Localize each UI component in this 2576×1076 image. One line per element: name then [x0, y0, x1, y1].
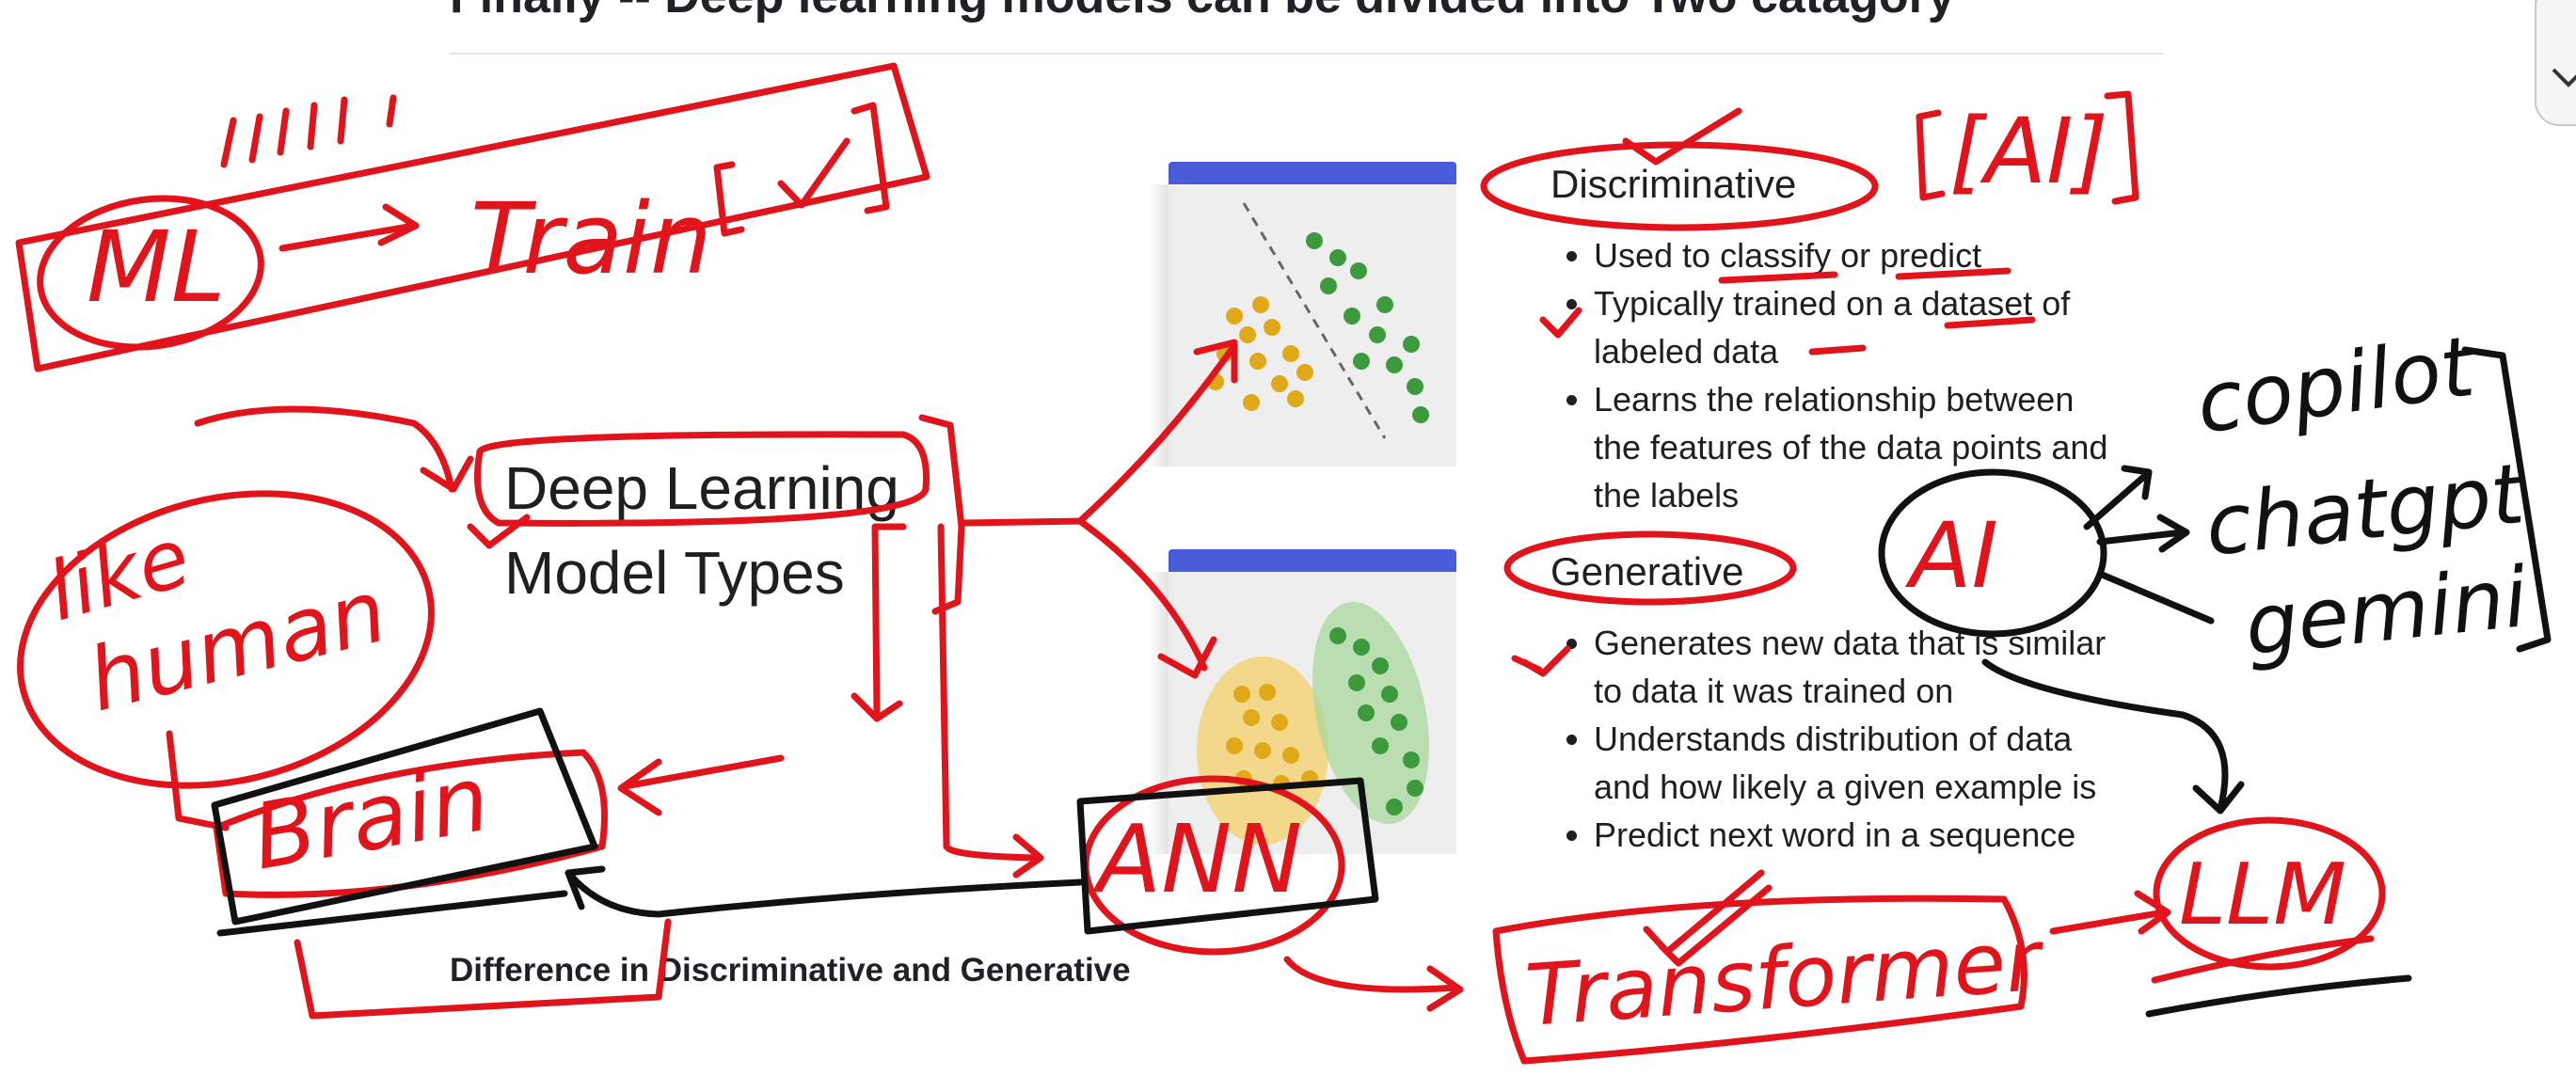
note-human: human — [78, 561, 395, 731]
heading-divider — [450, 53, 2164, 55]
page-heading: Finally -- Deep learning models can be d… — [450, 0, 1955, 24]
note-ml: ML — [87, 210, 226, 324]
generative-illustration — [1148, 549, 1456, 854]
card-header-bar — [1169, 549, 1456, 572]
discriminative-bullets: Used to classify or predict Typically tr… — [1550, 231, 2121, 519]
note-gemini: gemini — [2240, 548, 2532, 674]
note-like: like — [38, 511, 199, 641]
bullet-item: Understands distribution of data and how… — [1594, 715, 2121, 811]
note-llm: LLM — [2179, 846, 2346, 944]
scroll-control[interactable] — [2535, 0, 2576, 126]
card-shadow — [1148, 184, 1169, 467]
bullet-item: Used to classify or predict — [1594, 231, 2121, 279]
distribution-blobs-icon — [1197, 602, 1429, 845]
figure-caption: Difference in Discriminative and Generat… — [450, 952, 1131, 989]
classifier-scatter-icon — [1207, 202, 1429, 439]
bullet-item: Learns the relationship between the feat… — [1594, 375, 2121, 519]
discriminative-illustration — [1148, 162, 1456, 467]
note-copilot: copilot — [2191, 317, 2483, 452]
card-shadow — [1148, 572, 1169, 854]
bullet-item: Generates new data that is similar to da… — [1594, 619, 2121, 715]
slide-image: Deep Learning Model Types — [450, 79, 2164, 897]
note-transformer: Transformer — [1522, 911, 2048, 1046]
card-header-bar — [1169, 162, 1456, 184]
discriminative-title: Discriminative — [1550, 162, 1797, 206]
chevron-down-icon — [2552, 68, 2576, 87]
bullet-item: Typically trained on a dataset of labele… — [1594, 279, 2121, 375]
slide-title-line-2: Model Types — [504, 539, 845, 607]
note-chatgpt: chatgpt — [2201, 445, 2531, 575]
slide-title: Deep Learning Model Types — [504, 446, 899, 615]
slide-title-line-1: Deep Learning — [504, 454, 899, 522]
bullet-item: Predict next word in a sequence — [1594, 811, 2121, 859]
generative-bullets: Generates new data that is similar to da… — [1550, 619, 2121, 859]
generative-title: Generative — [1550, 549, 1744, 593]
